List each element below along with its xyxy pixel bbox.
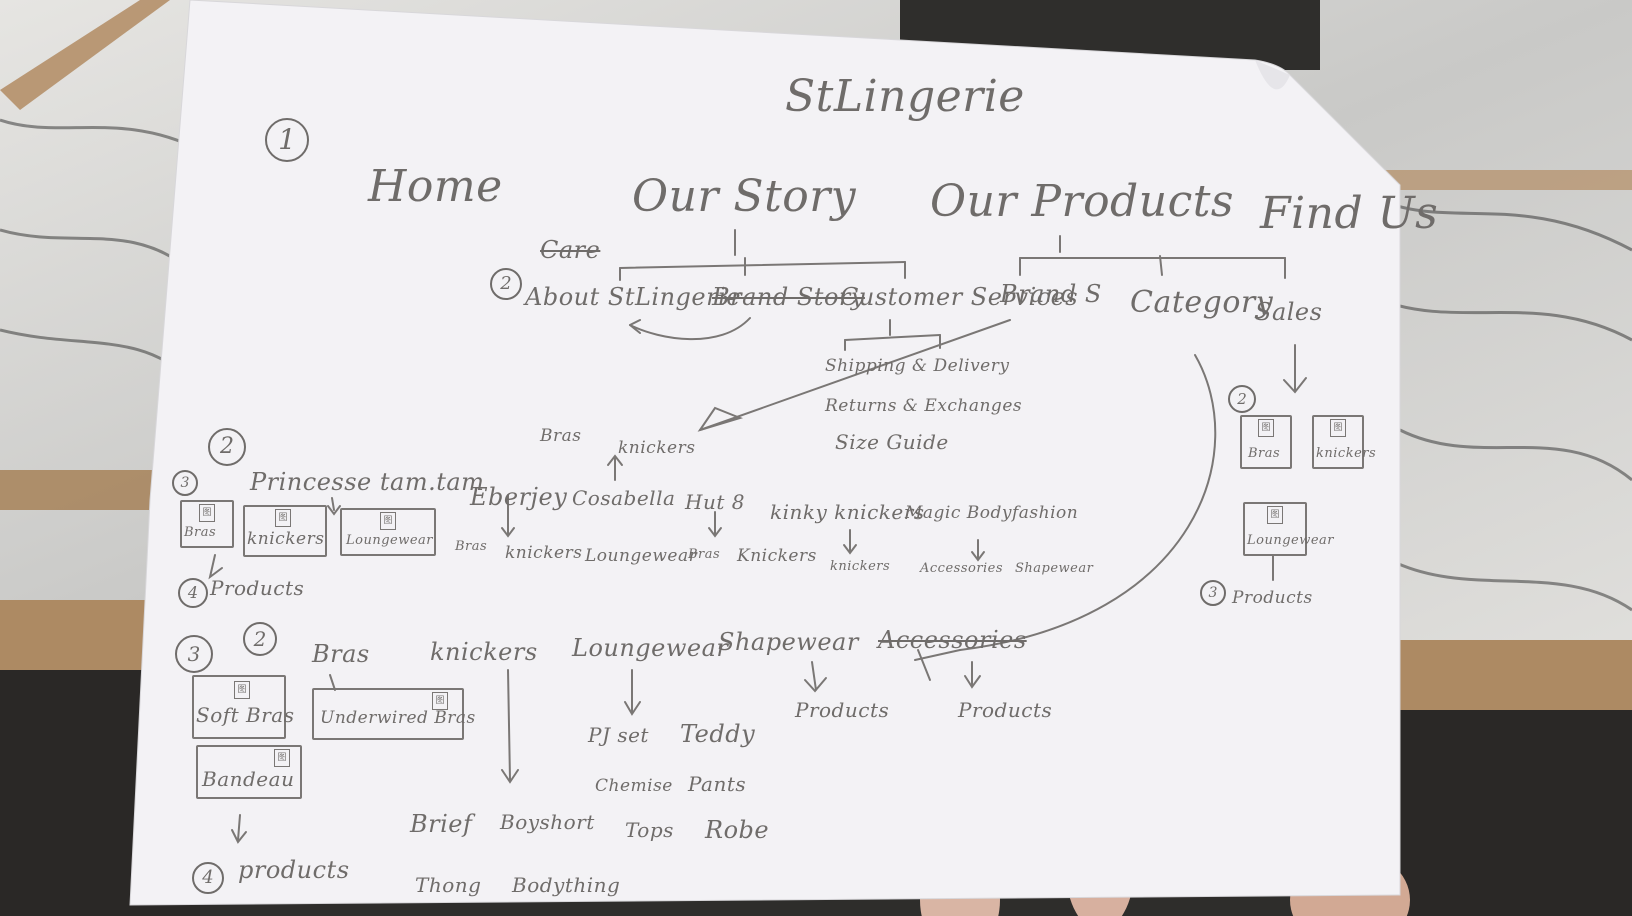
accessories-products: Products [958,698,1053,722]
bras-box-bandeau: 图 Bandeau [196,745,302,799]
brand-cosabella: Cosabella [572,486,676,510]
brand-princesse: Princesse tam.tam [250,468,485,496]
magic-accessories: Accessories [920,561,1004,576]
knickers-brief: Brief [410,810,473,838]
eberjey-knickers: knickers [505,543,583,563]
marble-veins [0,118,1632,612]
sales-box-loungewear: 图 Loungewear [1243,502,1334,556]
kinky-knickers: knickers [830,559,891,574]
story-customer-services: Customer Services [840,283,1079,311]
category-shapewear: Shapewear [718,628,859,656]
step-marker-4b: 4 [192,862,224,894]
site-title: StLingerie [785,71,1025,122]
bras-box-soft: 图 Soft Bras [192,675,294,739]
sales-box-knickers: 图 knickers [1312,415,1376,469]
category-bras: Bras [312,640,370,668]
shapewear-products: Products [795,698,890,722]
hut8-bras: Bras [688,547,721,562]
knickers-bodything: Bodything [512,873,621,897]
step-marker-2a: 2 [490,268,522,300]
nav-home: Home [368,161,503,212]
nav-our-products: Our Products [930,176,1234,227]
story-crossed-brand-story: Brand Story [712,283,865,311]
eberjey-loungewear: Loungewear [585,546,698,566]
paper-sheet [129,0,1401,906]
mini-icon: 图 [275,509,291,527]
mini-icon: 图 [1258,419,1274,437]
box-label: Soft Bras [196,703,295,727]
category-knickers: knickers [430,638,538,666]
step-marker-2b: 2 [208,428,246,466]
lounge-tops: Tops [625,818,674,842]
box-label: Bandeau [202,767,295,791]
princesse-box-knickers: 图 knickers [243,505,327,557]
nav-our-story: Our Story [632,171,857,222]
box-label: Loungewear [346,533,434,548]
step-marker-3a: 3 [172,470,198,496]
step-marker-4a: 4 [178,578,208,608]
box-label: Bras [184,525,217,540]
brand-eberjey: Eberjey [470,483,568,511]
mini-icon: 图 [234,681,250,699]
box-label: Bras [1248,446,1281,461]
eberjey-bras: Bras [455,539,488,554]
cs-size-guide: Size Guide [835,430,949,454]
knickers-thong: Thong [415,873,482,897]
box-label: knickers [1316,446,1377,461]
mini-icon: 图 [380,512,396,530]
magic-shapewear: Shapewear [1015,561,1094,576]
lounge-pants: Pants [688,772,747,796]
brand-target-knickers: knickers [618,438,696,458]
category-accessories: Accessories [878,626,1027,654]
hut8-knickers: Knickers [737,546,817,566]
brand-hut8: Hut 8 [685,490,745,514]
step-marker-3c: 3 [1200,580,1226,606]
lounge-pj-set: PJ set [588,723,649,747]
products-brand: Brand S [1000,280,1102,308]
category-products: products [238,856,350,884]
cs-returns: Returns & Exchanges [825,396,1023,416]
knickers-boyshort: Boyshort [500,810,595,834]
bras-box-underwired: 图 Underwired Bras [312,688,475,740]
mini-icon: 图 [1330,419,1346,437]
box-label: Underwired Bras [320,708,476,728]
step-marker-2d: 2 [1228,385,1256,413]
brand-target-bras: Bras [540,426,582,446]
brand-products: Products [210,576,305,600]
brand-kinky: kinky knickers [770,500,925,524]
lounge-teddy: Teddy [680,720,756,748]
products-category: Category [1130,285,1274,320]
products-sales: Sales [1255,298,1323,326]
lounge-robe: Robe [705,816,770,844]
story-crossed-care: Care [540,236,601,264]
mini-icon: 图 [274,749,290,767]
mini-icon: 图 [199,504,215,522]
cs-shipping: Shipping & Delivery [825,356,1010,376]
sales-box-bras: 图 Bras [1240,415,1292,469]
story-about: About StLingerie [525,283,741,311]
step-marker-2c: 2 [243,622,277,656]
step-marker-3b: 3 [175,635,213,673]
step-marker-1: 1 [265,118,309,162]
lounge-chemise: Chemise [595,776,673,796]
sales-products: Products [1232,588,1313,608]
princesse-box-bras: 图 Bras [180,500,234,548]
mini-icon: 图 [432,692,448,710]
box-label: knickers [247,529,325,549]
nav-find-us: Find Us [1260,188,1439,239]
princesse-box-loungewear: 图 Loungewear [340,508,436,556]
category-loungewear: Loungewear [572,634,729,662]
brand-magic: Magic Bodyfashion [905,503,1079,523]
box-label: Loungewear [1247,533,1335,548]
mini-icon: 图 [1267,506,1283,524]
